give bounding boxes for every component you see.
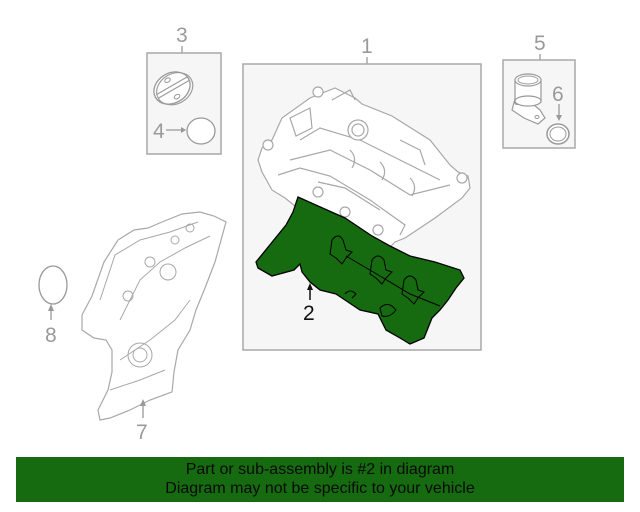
- callout-7: 7: [136, 421, 148, 444]
- gasket-part-2-highlight: [255, 196, 465, 345]
- o-ring-icon: [166, 117, 216, 145]
- callout-5: 5: [534, 32, 546, 55]
- banner-line-part-number: Part or sub-assembly is #2 in diagram: [185, 461, 455, 478]
- parts-diagram: 1 2 3 4 5 6 7 8: [38, 24, 576, 444]
- disclaimer-banner: Part or sub-assembly is #2 in diagram Di…: [16, 457, 624, 502]
- part-3-group: [146, 46, 222, 155]
- callout-2: 2: [303, 302, 315, 325]
- callout-8: 8: [45, 324, 57, 347]
- callout-6: 6: [552, 83, 564, 106]
- part-1-group: [242, 57, 482, 351]
- seal-ring-icon: [546, 104, 570, 145]
- diagram-illustration: [38, 46, 576, 421]
- filler-neck-icon: [511, 73, 546, 125]
- part-5-group: [502, 54, 576, 149]
- callout-3: 3: [176, 24, 188, 47]
- o-ring-8-icon: [38, 265, 68, 305]
- callout-4: 4: [153, 120, 165, 143]
- timing-cover-group: [38, 211, 227, 421]
- callout-1: 1: [361, 35, 373, 58]
- oil-cap-icon: [153, 71, 194, 106]
- banner-line-disclaimer: Diagram may not be specific to your vehi…: [165, 480, 475, 497]
